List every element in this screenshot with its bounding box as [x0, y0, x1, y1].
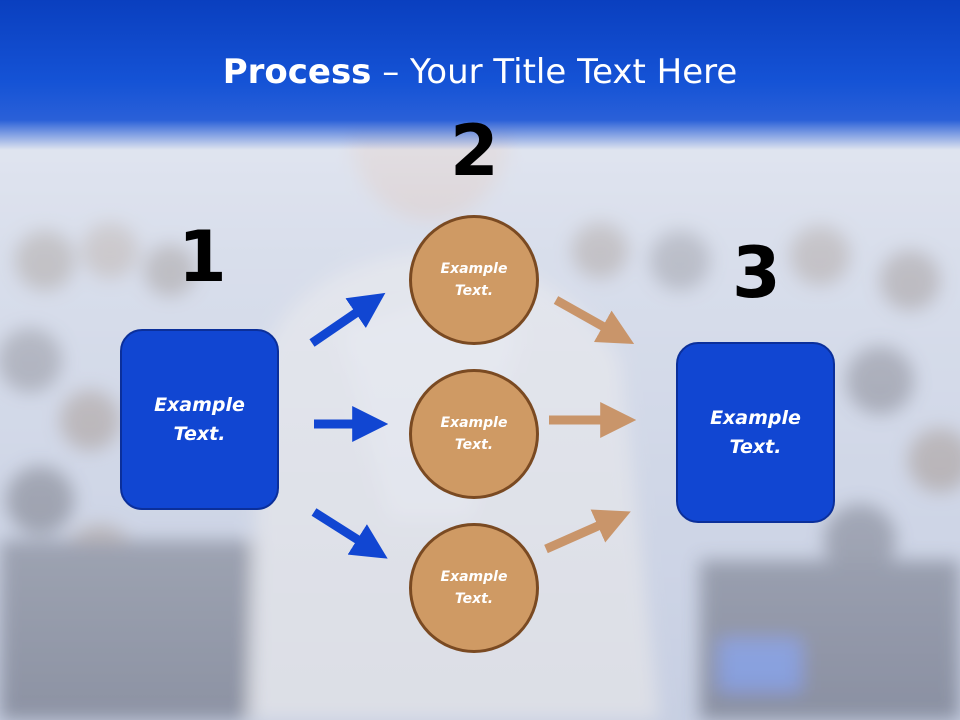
circle-middle-line2: Text.: [454, 437, 494, 453]
arrow-tan-up: [544, 509, 631, 554]
circle-top-line2: Text.: [454, 283, 494, 299]
step-2-circle-bottom: Example Text.: [409, 523, 539, 653]
title-bar: [0, 0, 960, 150]
step-1-text-line1: Example: [154, 394, 245, 416]
circle-bottom-line2: Text.: [454, 591, 494, 607]
arrow-blue-up: [309, 292, 386, 347]
slide-title: Process – Your Title Text Here: [0, 52, 960, 92]
title-rest: – Your Title Text Here: [371, 52, 738, 92]
step-number-3: 3: [732, 232, 781, 314]
step-3-text-line2: Text.: [729, 435, 782, 458]
circle-middle-line1: Example: [440, 414, 508, 431]
step-2-circle-middle: Example Text.: [409, 369, 539, 499]
step-1-text-line2: Text.: [173, 422, 226, 445]
title-bold: Process: [222, 52, 372, 92]
arrow-blue-down: [311, 508, 388, 559]
circle-top-line1: Example: [440, 260, 508, 277]
step-number-1: 1: [178, 216, 227, 298]
step-3-text-line1: Example: [710, 407, 801, 429]
step-2-circle-top: Example Text.: [409, 215, 539, 345]
step-number-2: 2: [450, 110, 499, 192]
circle-bottom-line1: Example: [440, 568, 508, 585]
step-1-box: Example Text.: [120, 329, 279, 510]
step-3-box: Example Text.: [676, 342, 835, 523]
arrow-tan-down: [553, 296, 635, 344]
